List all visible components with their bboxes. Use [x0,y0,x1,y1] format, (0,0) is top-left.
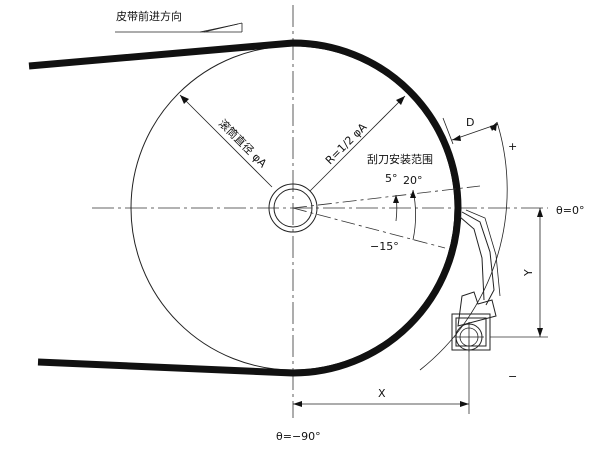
diameter-arrowhead [180,95,189,104]
radius-label: R=1/2 φA [323,120,370,167]
x-label: X [378,387,386,400]
x-arrow-left [293,401,302,407]
radius-leader [309,95,406,192]
angle-neg15-label: −15° [370,240,399,253]
scraper-blade [459,209,501,306]
d-extension [442,117,454,145]
drum-hub-inner [273,188,313,228]
ray-lower [292,207,446,249]
d-arrow-left [452,135,461,141]
theta-neg90-label: θ=−90° [276,430,321,443]
minus-label: − [508,370,517,383]
ray-upper [292,185,481,209]
y-label: Y [522,269,535,277]
scraper-range-label: 刮刀安装范围 [367,152,433,166]
radius-arrowhead [396,96,405,105]
theta-zero-label: θ=0° [556,204,584,217]
drum-hub [268,183,318,233]
scraper-holder [451,291,497,352]
plus-label: + [508,140,517,153]
diameter-leader [179,94,273,188]
angle-arc-20-arrow [410,190,416,198]
angle-5-label: 5° [385,172,398,185]
y-arrow-bottom [537,328,543,337]
belt-direction-label: 皮带前进方向 [116,9,182,23]
adjust-range-arc [419,121,508,371]
drum-diameter-label: 滚筒直径 φA [216,116,270,170]
d-arrow-right [490,124,498,131]
y-arrow-top [537,208,543,217]
belt [28,39,462,377]
belt-direction-arrow [115,22,243,33]
angle-20-label: 20° [403,174,423,187]
x-arrow-right [460,401,469,407]
angle-arc-5-arrow [393,195,399,203]
d-label: D [466,116,474,129]
